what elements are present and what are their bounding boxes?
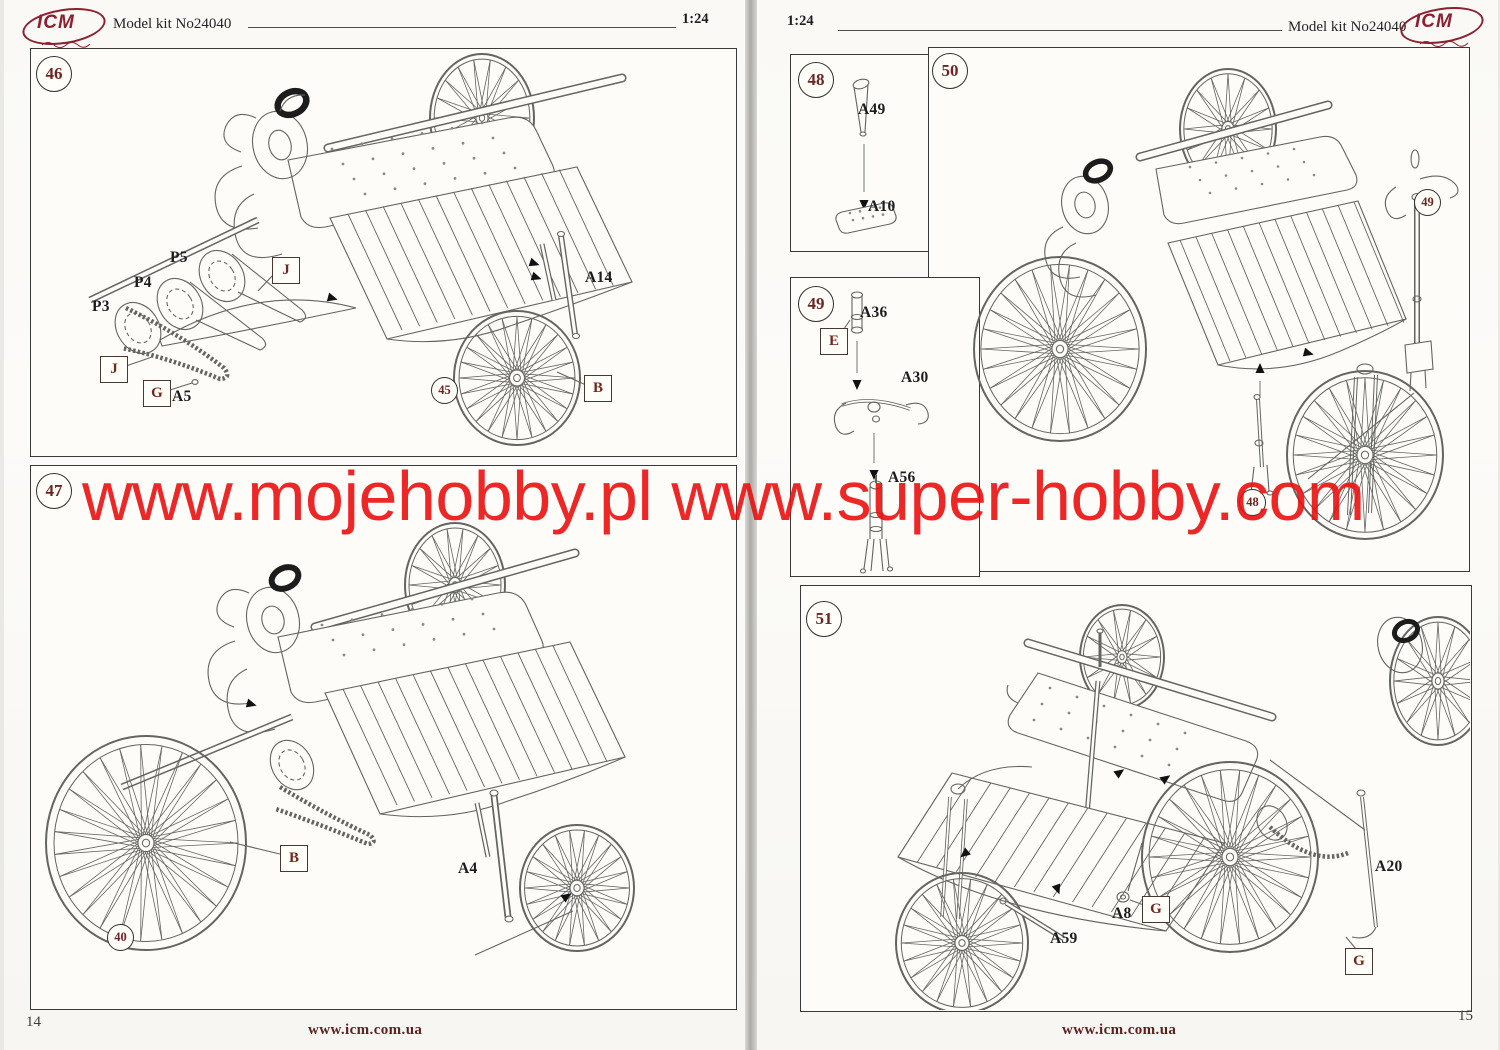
ref-circle-48: 48 — [1239, 489, 1266, 516]
part-label-a30: A30 — [901, 369, 929, 386]
assembly-scene-step51 — [895, 604, 1470, 1010]
step-box-49 — [790, 277, 980, 577]
callout-box-b: B — [280, 845, 308, 872]
assembly-scene-step46 — [88, 53, 633, 446]
page-gutter — [745, 0, 757, 1050]
wire-wheel — [973, 256, 1147, 442]
part-label-a4: A4 — [458, 860, 478, 877]
kit-number: Model kit No24040 — [113, 16, 232, 32]
part-label-a8: A8 — [1112, 905, 1132, 922]
website-footer-left: www.icm.com.ua — [308, 1022, 423, 1038]
step-number-47: 47 — [36, 473, 72, 509]
wire-wheel — [1286, 370, 1444, 540]
callout-box-g: G — [1345, 948, 1373, 975]
step-box-51 — [800, 585, 1472, 1012]
part-label-a56: A56 — [888, 469, 916, 486]
part-label-a20: A20 — [1375, 858, 1403, 875]
callout-box-g: G — [143, 380, 171, 407]
ref-circle-45: 45 — [431, 377, 458, 404]
part-label-p4: P4 — [134, 274, 152, 291]
callout-box-b: B — [584, 375, 612, 402]
callout-box-e: E — [820, 328, 848, 355]
assembly-scene-step48 — [835, 78, 897, 234]
part-label-p3: P3 — [92, 298, 110, 315]
ref-circle-40: 40 — [107, 924, 134, 951]
icm-logo: ICM — [19, 2, 110, 51]
scale-indicator: 1:24 — [787, 13, 814, 29]
assembly-scene-step49 — [833, 291, 929, 574]
assembly-scene-step47 — [45, 522, 635, 956]
kit-number: Model kit No24040 — [1288, 19, 1407, 35]
wire-wheel — [1389, 616, 1470, 746]
ref-circle-49: 49 — [1414, 189, 1441, 216]
wire-wheel — [45, 735, 247, 951]
icm-logo: ICM — [1397, 1, 1488, 50]
step-number-46: 46 — [36, 56, 72, 92]
step-number-50: 50 — [932, 53, 968, 89]
part-label-a59: A59 — [1050, 930, 1078, 947]
step-number-49: 49 — [798, 286, 834, 322]
step-number-51: 51 — [806, 601, 842, 637]
callout-box-j: J — [100, 356, 128, 383]
wire-wheel — [895, 872, 1029, 1010]
header-rule — [248, 27, 676, 29]
part-label-a14: A14 — [585, 269, 613, 286]
logo-text: ICM — [37, 12, 75, 33]
wire-wheel — [453, 310, 581, 446]
watermark: www.mojehobby.pl www.super-hobby.com — [82, 457, 1365, 535]
callout-box-g: G — [1142, 896, 1170, 923]
scale-indicator: 1:24 — [682, 11, 709, 27]
logo-tagline-script — [41, 42, 91, 48]
part-label-a5: A5 — [172, 388, 192, 405]
wire-wheel — [519, 824, 635, 952]
website-footer-right: www.icm.com.ua — [1062, 1022, 1177, 1038]
part-label-p5: P5 — [170, 249, 188, 266]
step-number-48: 48 — [798, 62, 834, 98]
part-label-a10: A10 — [868, 198, 896, 215]
assembly-scene-step50 — [973, 68, 1459, 540]
part-label-a36: A36 — [860, 304, 888, 321]
logo-tagline-script — [1419, 41, 1469, 47]
logo-text: ICM — [1415, 11, 1453, 32]
callout-box-j: J — [272, 257, 300, 284]
page-number-right: 15 — [1458, 1008, 1473, 1024]
page-number-left: 14 — [26, 1014, 41, 1030]
part-label-a49: A49 — [858, 101, 886, 118]
header-rule — [838, 30, 1282, 32]
